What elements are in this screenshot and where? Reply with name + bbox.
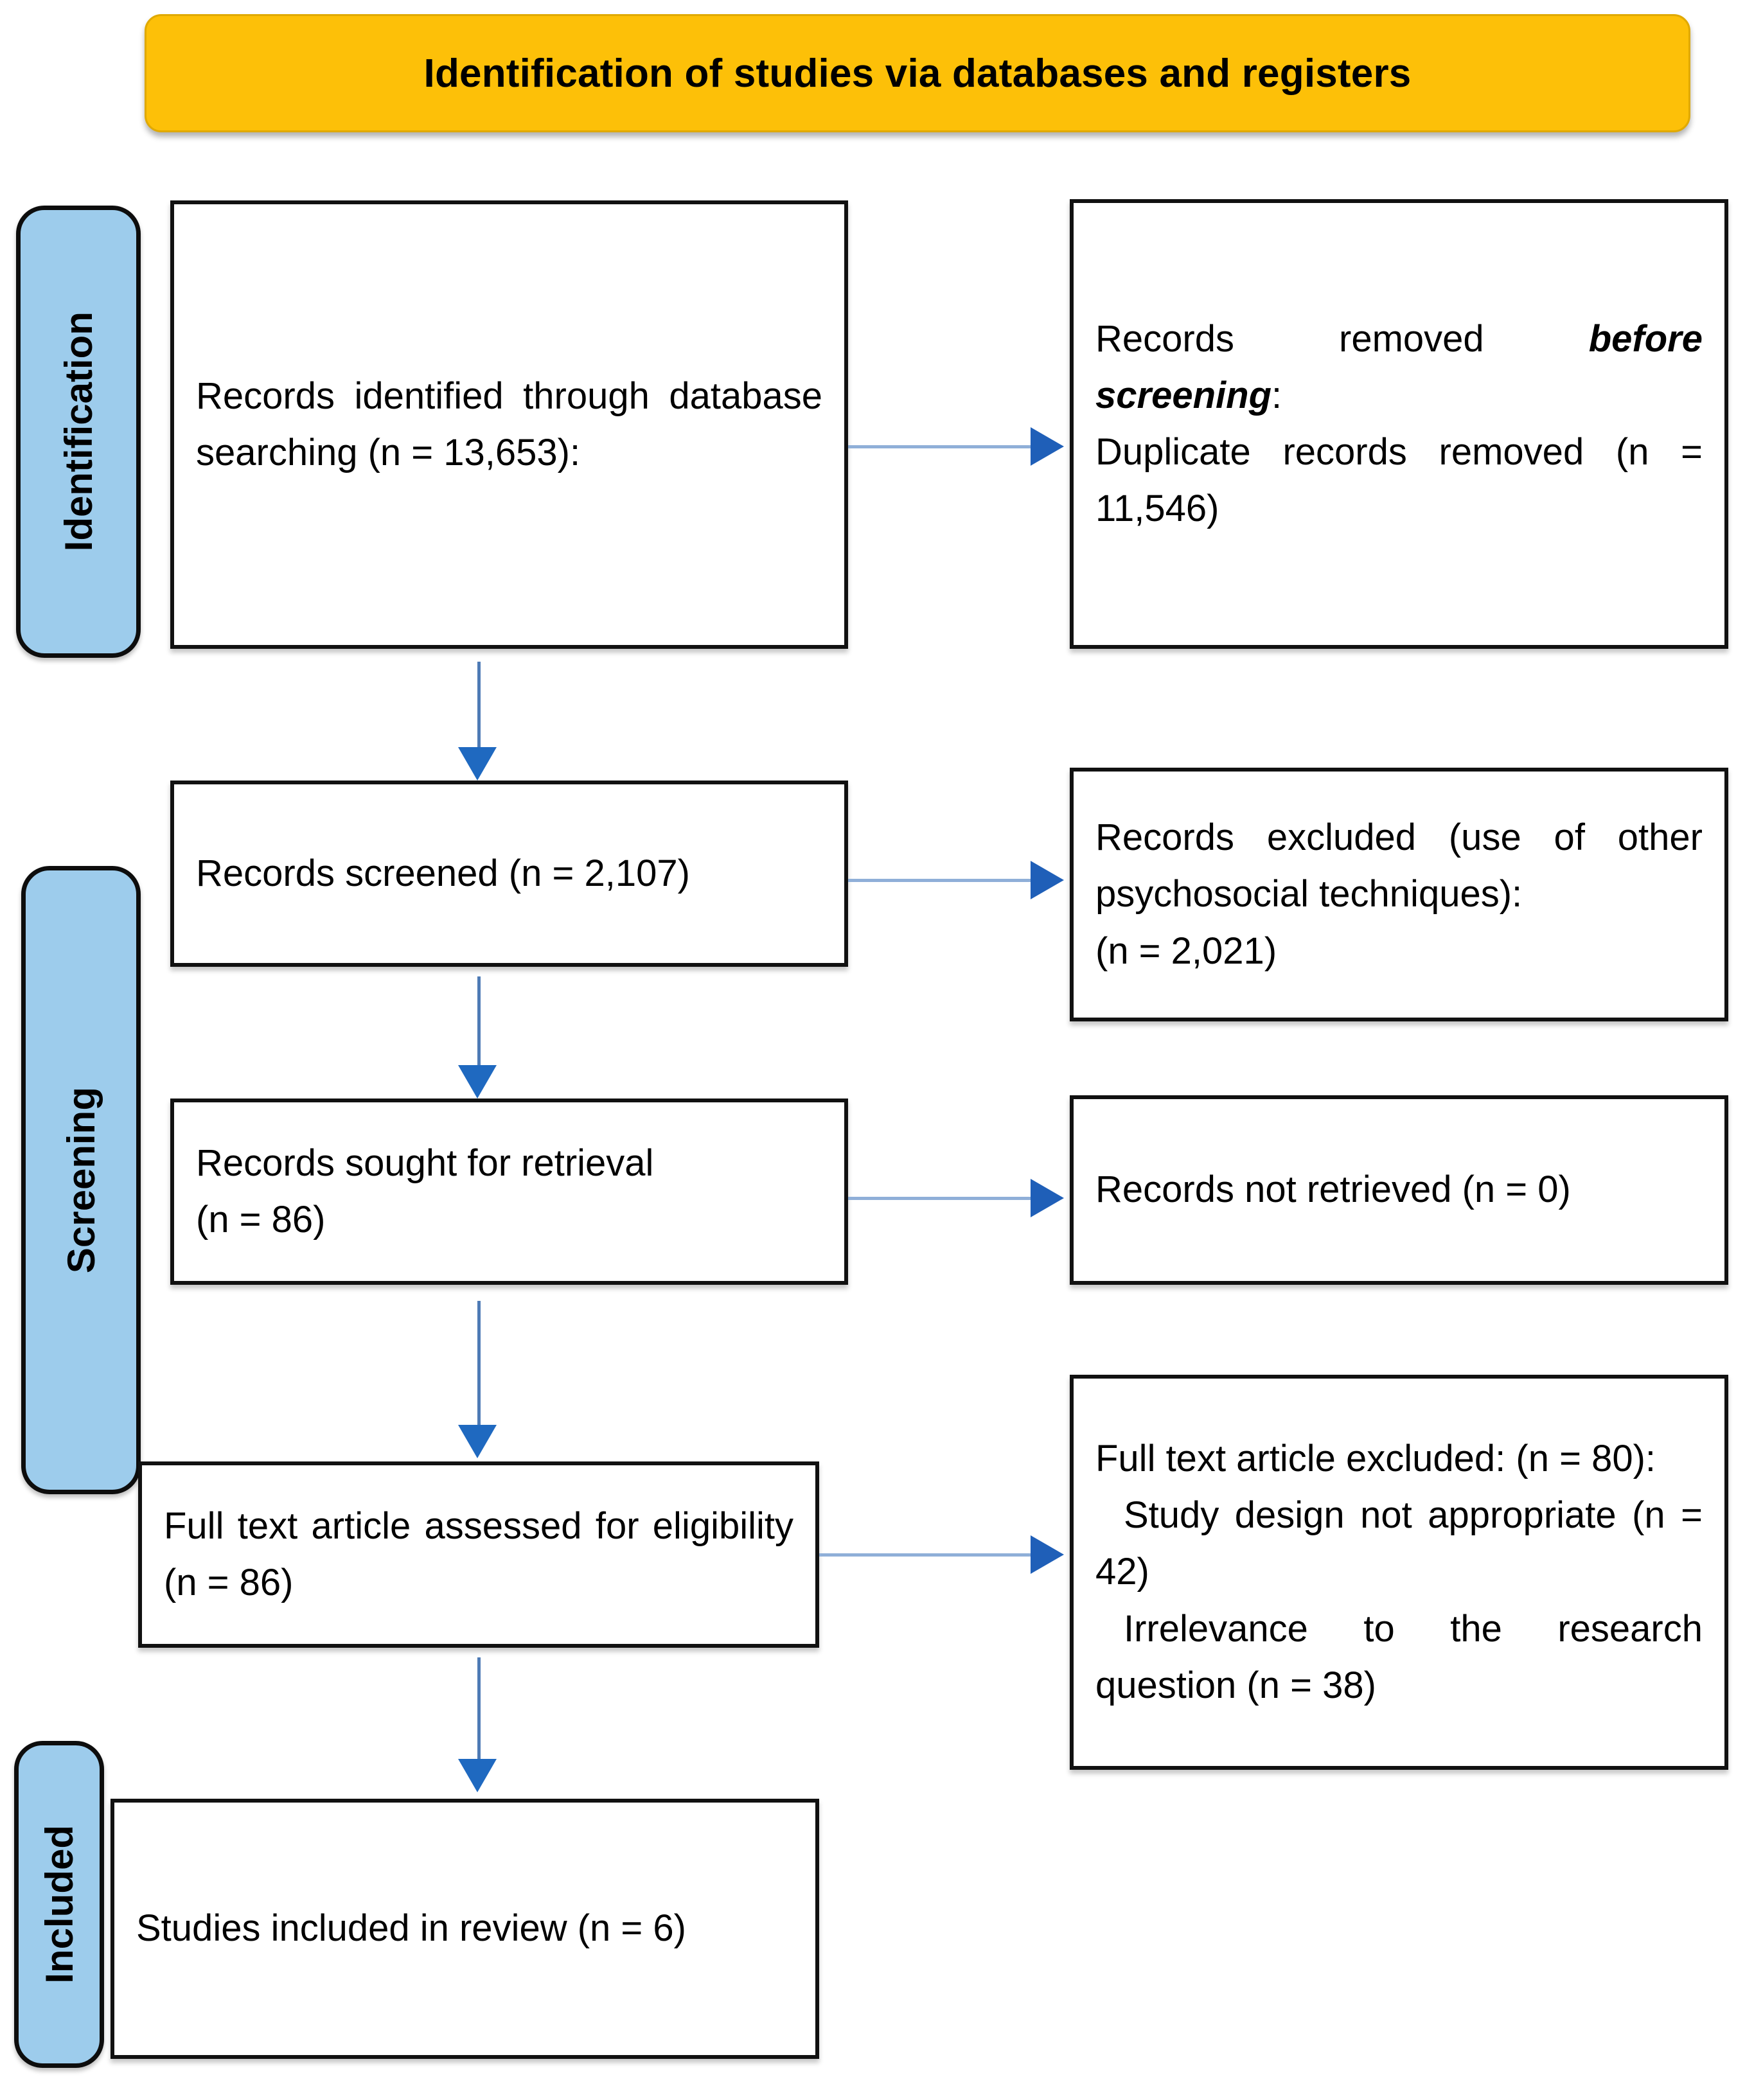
box-studies-included-text: Studies included in review (n = 6): [136, 1907, 686, 1950]
connector-screened-to-excluded: [848, 879, 1034, 882]
box-records-identified-text: Records identified through database sear…: [196, 375, 822, 473]
identification-banner: Identification of studies via databases …: [145, 14, 1690, 132]
arrowhead-sought-to-assessed: [458, 1425, 497, 1458]
connector-assessed-to-excluded: [819, 1553, 1034, 1557]
records-excluded-count: (n = 2,021): [1095, 930, 1277, 972]
records-excluded-reason: Records excluded (use of other psychosoc…: [1095, 816, 1703, 915]
box-records-excluded: Records excluded (use of other psychosoc…: [1070, 768, 1728, 1021]
box-records-not-retrieved-text: Records not retrieved (n = 0): [1095, 1169, 1571, 1211]
full-text-excluded-total: Full text article excluded: (n = 80):: [1095, 1438, 1656, 1480]
banner-title: Identification of studies via databases …: [423, 51, 1412, 96]
connector-sought-to-assessed: [477, 1301, 481, 1429]
box-records-excluded-text: Records excluded (use of other psychosoc…: [1074, 809, 1724, 979]
stage-identification: Identification: [16, 206, 141, 658]
box-records-identified: Records identified through database sear…: [170, 200, 848, 649]
stage-included-label: Included: [37, 1825, 81, 1984]
stage-included: Included: [14, 1741, 104, 2068]
box-records-removed-before-screening: Records removed before screening: Duplic…: [1070, 199, 1728, 649]
connector-identified-to-screened: [477, 662, 481, 757]
box-full-text-assessed-text: Full text article assessed for eligibili…: [164, 1504, 793, 1603]
arrowhead-screened-to-excluded: [1031, 861, 1064, 899]
box-records-sought-retrieval: Records sought for retrieval (n = 86): [170, 1099, 848, 1285]
box-records-sought-retrieval-text: Records sought for retrieval (n = 86): [196, 1142, 654, 1240]
connector-sought-to-not-retrieved: [848, 1197, 1034, 1200]
full-text-excluded-reason-1: Study design not appropriate (n = 42): [1095, 1494, 1703, 1593]
connector-identified-to-removed: [848, 445, 1034, 448]
connector-assessed-to-included: [477, 1657, 481, 1763]
records-removed-suffix: :: [1271, 374, 1282, 416]
box-full-text-excluded: Full text article excluded: (n = 80): St…: [1070, 1375, 1728, 1770]
arrowhead-identified-to-removed: [1031, 427, 1064, 466]
box-studies-included: Studies included in review (n = 6): [111, 1799, 819, 2059]
records-removed-italic: before screening: [1095, 317, 1703, 416]
box-records-removed-text: Records removed before screening: Duplic…: [1074, 311, 1724, 538]
arrowhead-assessed-to-included: [458, 1759, 497, 1792]
box-records-not-retrieved: Records not retrieved (n = 0): [1070, 1095, 1728, 1285]
arrowhead-assessed-to-excluded: [1031, 1535, 1064, 1574]
arrowhead-sought-to-not-retrieved: [1031, 1179, 1064, 1217]
connector-screened-to-sought: [477, 976, 481, 1070]
box-records-screened: Records screened (n = 2,107): [170, 781, 848, 967]
stage-identification-label: Identification: [57, 312, 100, 552]
arrowhead-identified-to-screened: [458, 747, 497, 781]
duplicate-records-removed: Duplicate records removed (n = 11,546): [1095, 431, 1703, 530]
full-text-excluded-reason-2: Irrelevance to the research question (n …: [1095, 1607, 1703, 1706]
arrowhead-screened-to-sought: [458, 1065, 497, 1099]
stage-screening-label: Screening: [59, 1086, 103, 1274]
stage-screening: Screening: [21, 866, 141, 1494]
box-full-text-assessed: Full text article assessed for eligibili…: [138, 1461, 819, 1648]
box-full-text-excluded-text: Full text article excluded: (n = 80): St…: [1074, 1431, 1724, 1714]
box-records-screened-text: Records screened (n = 2,107): [196, 852, 690, 894]
records-removed-prefix: Records removed: [1095, 317, 1589, 360]
